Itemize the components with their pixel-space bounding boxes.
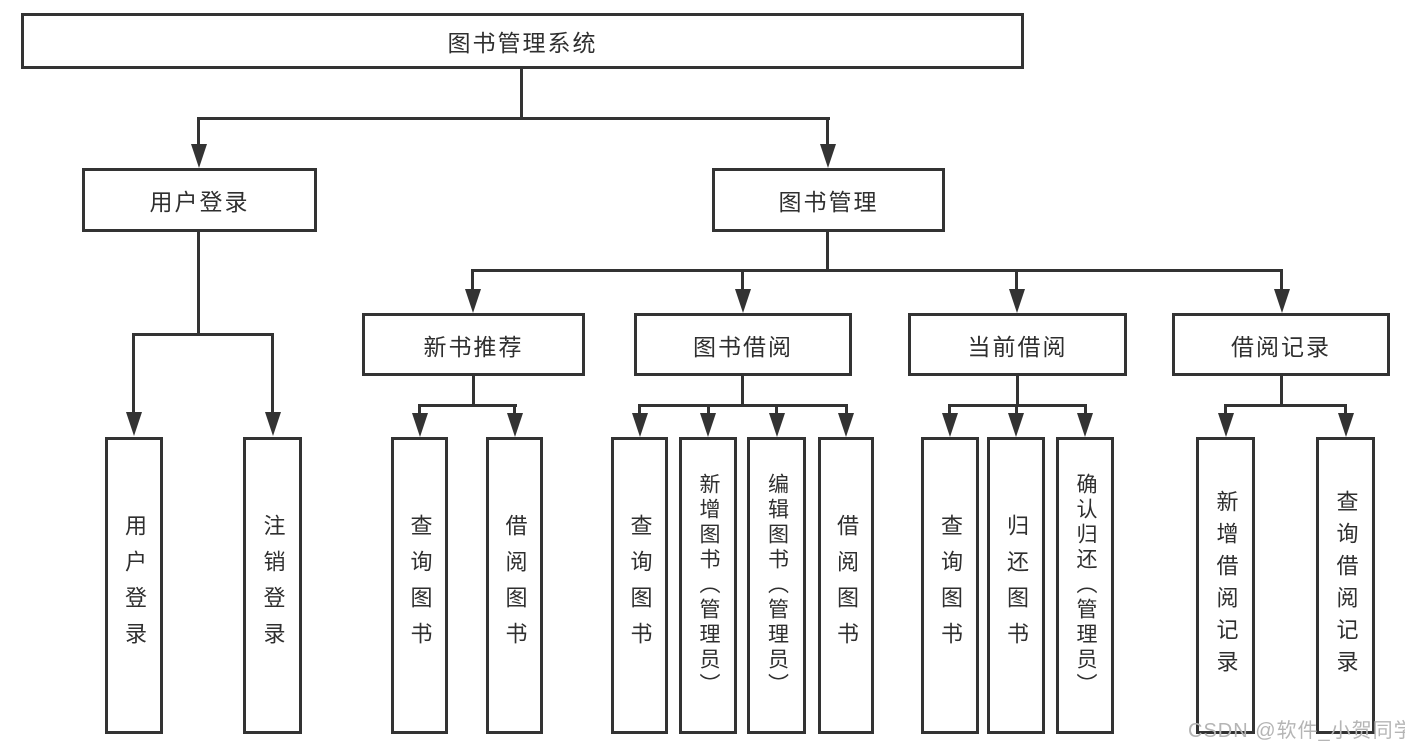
node-user-login-label: 用户登录 — [149, 189, 250, 215]
watermark: CSDN @软件_小贺同学 — [1188, 720, 1405, 742]
arrowhead-e2-icon — [1338, 413, 1354, 437]
arrowhead-c1-icon — [632, 413, 648, 437]
arrowhead-d1-icon — [942, 413, 958, 437]
node-borrow-records: 借阅记录 — [1172, 313, 1390, 376]
connector-user-login-drop — [197, 117, 200, 146]
leaf-logout: 注销登录 — [243, 437, 302, 734]
node-book-mgmt: 图书管理 — [712, 168, 945, 232]
leaf-query-books-recommend-label: 查询图书 — [407, 513, 433, 658]
connector-e1-drop — [1224, 404, 1227, 416]
connector-current-borrow-drop — [1015, 269, 1018, 291]
leaf-user-login-label: 用户登录 — [122, 513, 147, 658]
leaf-edit-book-admin-label: 编辑图书（管理员） — [765, 473, 789, 698]
arrowhead-c3-icon — [769, 413, 785, 437]
leaf-add-book-admin-label: 新增图书（管理员） — [697, 473, 720, 698]
leaf-query-books-current: 查询图书 — [921, 437, 979, 734]
arrowhead-leaf-logout-icon — [265, 412, 281, 436]
leaf-user-login: 用户登录 — [105, 437, 163, 734]
connector-b2-drop — [513, 404, 516, 416]
connector-d2-drop — [1015, 404, 1018, 416]
connector-group-c-hbar — [638, 404, 848, 407]
node-book-borrow: 图书借阅 — [634, 313, 852, 376]
connector-b1-drop — [418, 404, 421, 416]
connector-d3-drop — [1084, 404, 1087, 416]
connector-group-d-stem — [1016, 376, 1019, 407]
leaf-query-books-current-label: 查询图书 — [938, 513, 963, 658]
node-user-login: 用户登录 — [82, 168, 317, 232]
node-new-book: 新书推荐 — [362, 313, 585, 376]
arrowhead-c2-icon — [700, 413, 716, 437]
leaf-add-book-admin: 新增图书（管理员） — [679, 437, 737, 734]
leaf-borrow-books-recommend: 借阅图书 — [486, 437, 543, 734]
arrowhead-d2-icon — [1008, 413, 1024, 437]
connector-d1-drop — [948, 404, 951, 416]
connector-group-c-stem — [741, 376, 744, 407]
arrowhead-c4-icon — [838, 413, 854, 437]
leaf-query-books-recommend: 查询图书 — [391, 437, 448, 734]
arrowhead-user-login-icon — [191, 144, 207, 168]
connector-book-mgmt-drop — [826, 117, 829, 146]
leaf-query-books-borrow: 查询图书 — [611, 437, 668, 734]
arrowhead-d3-icon — [1077, 413, 1093, 437]
leaf-borrow-books-recommend-label: 借阅图书 — [502, 513, 528, 658]
leaf-return-book-label: 归还图书 — [1004, 513, 1029, 658]
arrowhead-b1-icon — [412, 413, 428, 437]
connector-new-book-drop — [471, 269, 474, 291]
connector-book-borrow-drop — [741, 269, 744, 291]
arrowhead-b2-icon — [507, 413, 523, 437]
leaf-edit-book-admin: 编辑图书（管理员） — [747, 437, 806, 734]
node-root-label: 图书管理系统 — [447, 30, 598, 56]
connector-c2-drop — [707, 404, 710, 416]
node-root: 图书管理系统 — [21, 13, 1024, 69]
leaf-add-borrow-record-label: 新增借阅记录 — [1213, 489, 1239, 682]
node-book-borrow-label: 图书借阅 — [693, 333, 793, 360]
connector-book-mgmt-stem — [826, 232, 829, 272]
leaf-borrow-books-2: 借阅图书 — [818, 437, 874, 734]
connector-c1-drop — [638, 404, 641, 416]
arrowhead-book-mgmt-icon — [820, 144, 836, 168]
connector-leaf-login-drop — [132, 333, 135, 413]
connector-c4-drop — [845, 404, 848, 416]
node-book-mgmt-label: 图书管理 — [778, 189, 879, 215]
connector-group-e-stem — [1280, 376, 1283, 407]
leaf-query-borrow-record: 查询借阅记录 — [1316, 437, 1375, 734]
connector-c3-drop — [775, 404, 778, 416]
arrowhead-new-book-icon — [465, 289, 481, 313]
connector-user-login-hbar — [132, 333, 274, 336]
node-borrow-records-label: 借阅记录 — [1231, 333, 1331, 360]
connector-borrow-records-drop — [1280, 269, 1283, 291]
connector-root-stem — [520, 69, 523, 118]
arrowhead-leaf-login-icon — [126, 412, 142, 436]
arrowhead-current-borrow-icon — [1009, 289, 1025, 313]
leaf-return-book: 归还图书 — [987, 437, 1045, 734]
connector-root-hbar — [197, 117, 830, 120]
node-current-borrow: 当前借阅 — [908, 313, 1127, 376]
connector-group-e-hbar — [1224, 404, 1347, 407]
leaf-add-borrow-record: 新增借阅记录 — [1196, 437, 1255, 734]
connector-group-b-stem — [472, 376, 475, 407]
connector-leaf-logout-drop — [271, 333, 274, 413]
connector-user-login-stem — [197, 232, 200, 336]
connector-book-mgmt-hbar — [471, 269, 1283, 272]
connector-group-b-hbar — [418, 404, 517, 407]
node-new-book-label: 新书推荐 — [423, 333, 524, 360]
leaf-query-borrow-record-label: 查询借阅记录 — [1333, 489, 1359, 682]
leaf-logout-label: 注销登录 — [260, 513, 286, 658]
leaf-borrow-books-2-label: 借阅图书 — [834, 513, 859, 658]
arrowhead-e1-icon — [1218, 413, 1234, 437]
leaf-query-books-borrow-label: 查询图书 — [627, 513, 653, 658]
arrowhead-book-borrow-icon — [735, 289, 751, 313]
leaf-confirm-return-admin-label: 确认归还（管理员） — [1074, 473, 1097, 698]
leaf-confirm-return-admin: 确认归还（管理员） — [1056, 437, 1114, 734]
node-current-borrow-label: 当前借阅 — [967, 333, 1068, 360]
arrowhead-borrow-records-icon — [1274, 289, 1290, 313]
connector-e2-drop — [1344, 404, 1347, 416]
